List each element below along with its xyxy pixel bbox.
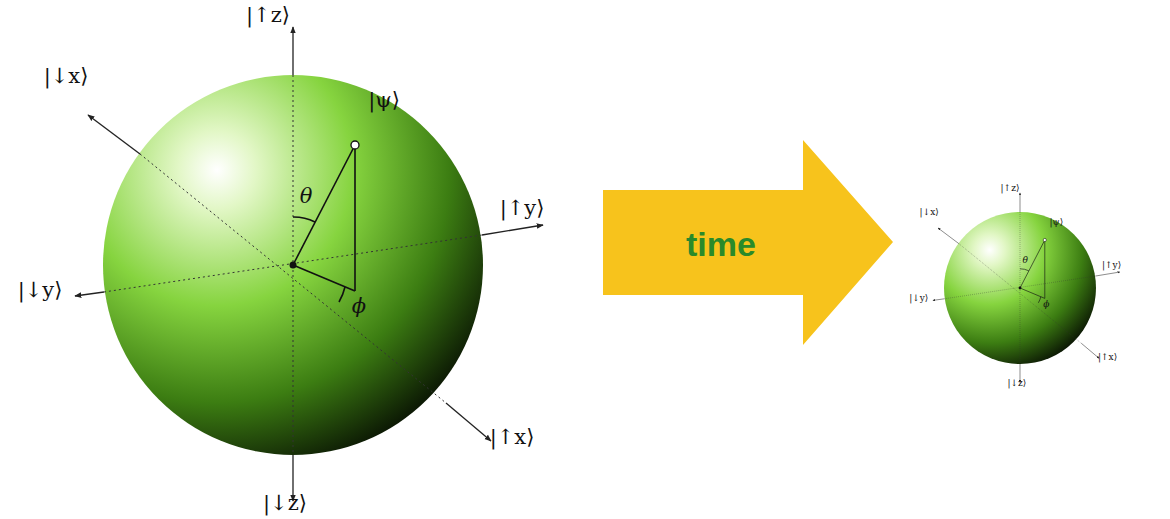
ket-down-y: |↓y⟩: [18, 280, 63, 301]
ket-down-z: |↓z⟩: [263, 493, 307, 514]
theta-angle: θ: [1022, 256, 1027, 265]
bloch-sphere-small: [933, 193, 1120, 383]
ket-up-y: |↑y⟩: [1102, 261, 1121, 270]
phi-angle: ϕ: [1043, 300, 1049, 309]
theta-angle: θ: [300, 186, 313, 207]
time-arrow: time: [603, 140, 893, 345]
ket-up-x: |↑x⟩: [490, 427, 535, 448]
ket-up-z: |↑z⟩: [1001, 184, 1020, 193]
ket-psi: |ψ⟩: [368, 90, 400, 111]
ket-down-z: |↓z⟩: [1007, 379, 1026, 388]
ket-up-x: |↑x⟩: [1098, 352, 1117, 361]
ket-up-y: |↑y⟩: [500, 198, 545, 219]
phi-angle: ϕ: [352, 296, 366, 317]
ket-down-x: |↓x⟩: [44, 66, 89, 87]
bloch-sphere-large: [75, 27, 543, 501]
arrow-label: time: [686, 225, 756, 264]
ket-up-z: |↑z⟩: [246, 5, 290, 26]
ket-psi: |ψ⟩: [1050, 218, 1064, 227]
ket-down-y: |↓y⟩: [909, 294, 928, 303]
arrow-fill: [603, 140, 893, 345]
ket-down-x: |↓x⟩: [920, 208, 939, 217]
